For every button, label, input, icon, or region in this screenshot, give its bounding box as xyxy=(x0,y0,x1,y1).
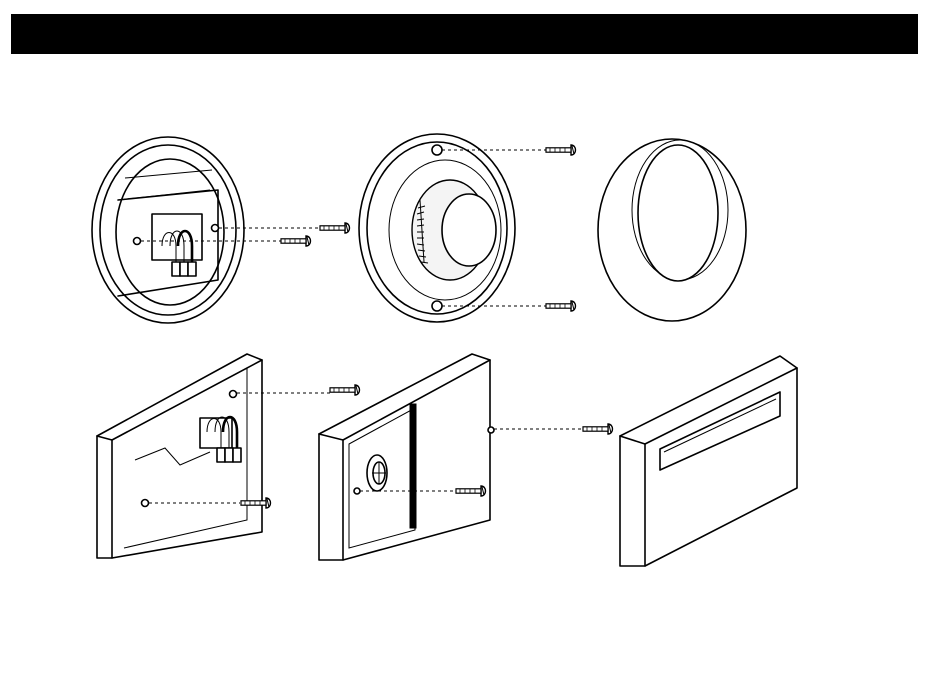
screw-icon xyxy=(281,236,311,246)
screw-icon xyxy=(546,145,576,155)
round-wall-box xyxy=(92,137,244,323)
rectangular-cover xyxy=(620,356,797,566)
rectangular-wall-plate xyxy=(97,354,262,558)
screw-icon xyxy=(546,301,576,311)
round-cover-ring xyxy=(598,139,746,321)
screw-icon xyxy=(320,223,350,233)
round-thermostat-base xyxy=(359,134,515,322)
screw-icon xyxy=(330,385,360,395)
rectangular-thermostat-base xyxy=(319,354,494,560)
screw-icon xyxy=(583,424,613,434)
